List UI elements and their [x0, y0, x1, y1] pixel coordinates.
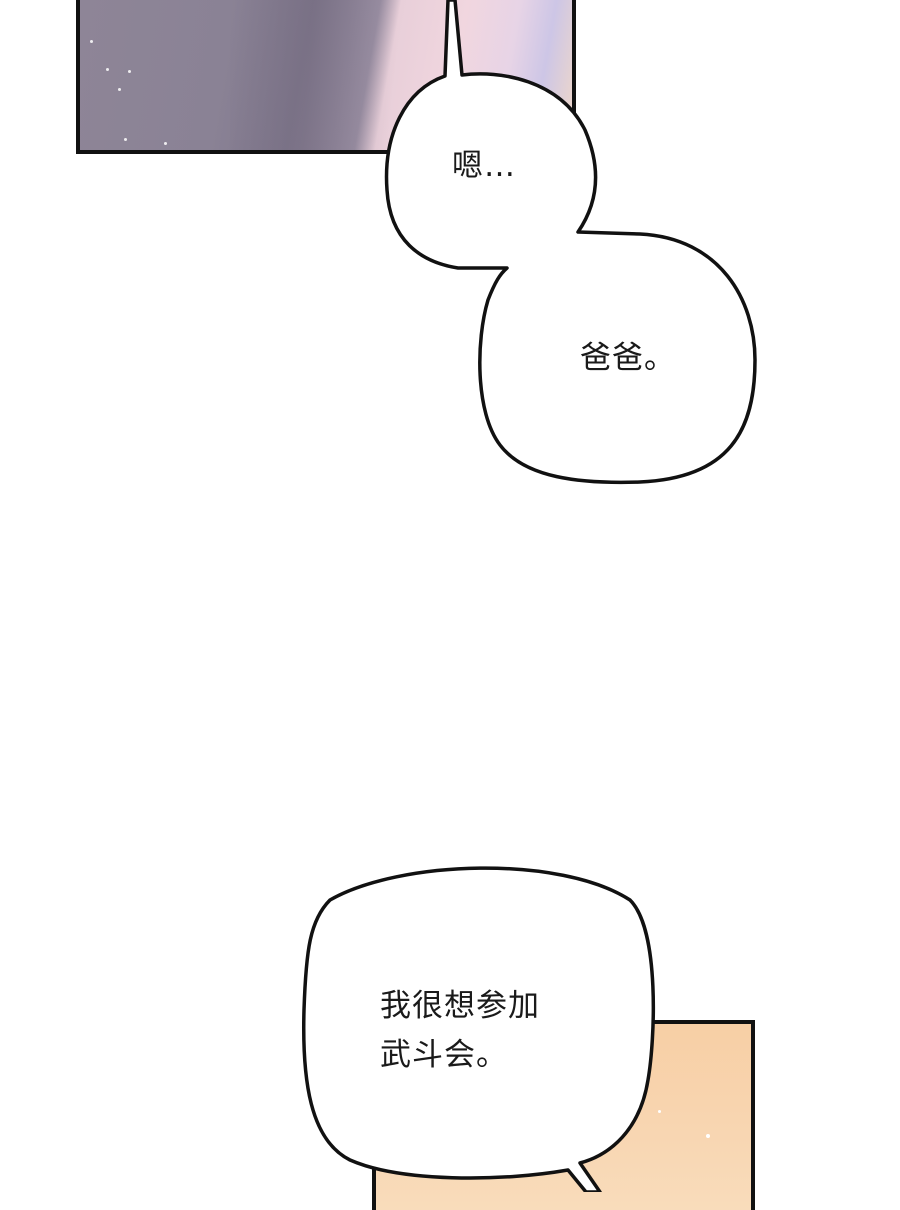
sparkle — [706, 1134, 710, 1138]
sparkle — [164, 142, 167, 145]
sparkle — [124, 138, 127, 141]
sparkle — [90, 40, 93, 43]
sparkle — [118, 88, 121, 91]
sparkle — [658, 1110, 661, 1113]
speech-bubble-3-outline — [301, 866, 656, 1192]
bubble-1-text: 嗯… — [452, 148, 516, 184]
bubble-3-text-line-1: 我很想参加 — [380, 988, 540, 1024]
speech-bubble-1-2-outline — [384, 0, 757, 485]
sparkle — [106, 68, 109, 71]
bubble-2-text: 爸爸。 — [580, 340, 676, 376]
bubble-3-text-line-2: 武斗会。 — [380, 1037, 508, 1073]
sparkle — [128, 70, 131, 73]
